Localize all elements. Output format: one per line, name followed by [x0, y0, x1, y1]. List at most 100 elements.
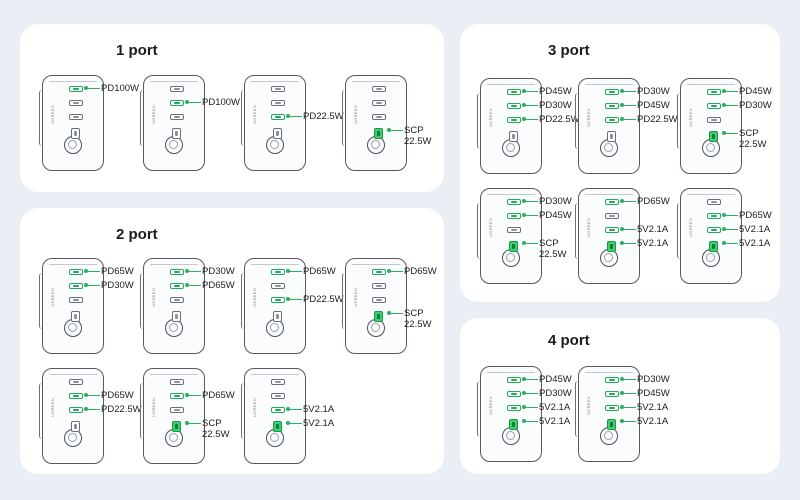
charger-p3_f: UGREEN: [677, 188, 742, 284]
charger-top-edge: [487, 372, 535, 373]
usb-c-port-icon: [507, 227, 521, 233]
port-leader-line: [185, 283, 201, 287]
usb-c-port-icon: [507, 89, 521, 95]
charger-side-edge: [477, 203, 481, 259]
port-leader-line: [522, 117, 538, 121]
usb-c-port-icon: [69, 269, 83, 275]
port-output-label: 5V2.1A: [739, 238, 771, 249]
charger-top-edge: [352, 264, 400, 265]
port-output-label: 5V2.1A: [739, 224, 771, 235]
charger-side-edge: [575, 93, 579, 149]
usb-c-port-icon: [507, 103, 521, 109]
charger-p1_a: UGREEN: [39, 75, 104, 171]
brand-label: UGREEN: [586, 108, 591, 127]
usb-c-port-icon: [372, 297, 386, 303]
port-output-label: PD30W: [202, 266, 235, 277]
port-output-label: 5V2.1A: [539, 416, 571, 427]
charger-p3_d: UGREEN: [477, 188, 542, 284]
usb-c-port-icon: [507, 199, 521, 205]
charger-top-edge: [251, 81, 299, 82]
usb-c-port-icon: [707, 103, 721, 109]
port-output-label: 5V2.1A: [637, 416, 669, 427]
usb-a-port-icon: [509, 419, 518, 430]
port-output-label: PD65W: [101, 390, 134, 401]
port-leader-line: [722, 241, 738, 245]
port-leader-line: [522, 391, 538, 395]
charger-side-edge: [575, 203, 579, 259]
port-output-label: 22.5W: [202, 429, 230, 440]
usb-c-port-icon: [507, 117, 521, 123]
usb-a-port-icon: [71, 311, 80, 322]
port-leader-line: [522, 213, 538, 217]
usb-a-port-icon: [374, 128, 383, 139]
usb-c-port-icon: [271, 86, 285, 92]
charger-p2_a: UGREEN: [39, 258, 104, 354]
port-output-label: 5V2.1A: [637, 402, 669, 413]
port-leader-line: [387, 128, 403, 132]
port-leader-line: [722, 213, 738, 217]
brand-label: UGREEN: [488, 396, 493, 415]
charger-p3_c: UGREEN: [677, 78, 742, 174]
charger-side-edge: [477, 381, 481, 437]
usb-a-port-icon: [509, 131, 518, 142]
port-leader-line: [522, 419, 538, 423]
port-output-label: 22.5W: [739, 139, 767, 150]
charger-top-edge: [49, 264, 97, 265]
port-output-label: PD100W: [101, 83, 140, 94]
port-leader-line: [620, 227, 636, 231]
charger-p3_e: UGREEN: [575, 188, 640, 284]
port-output-label: PD30W: [101, 280, 134, 291]
usb-c-port-icon: [271, 114, 285, 120]
port-leader-line: [185, 100, 201, 104]
port-output-label: PD22.5W: [101, 404, 142, 415]
usb-c-port-icon: [372, 86, 386, 92]
usb-c-port-icon: [605, 391, 619, 397]
charger-side-edge: [241, 273, 245, 329]
charger-p2_b: UGREEN: [140, 258, 205, 354]
port-leader-line: [620, 89, 636, 93]
charger-p2_d: UGREEN: [342, 258, 407, 354]
port-leader-line: [522, 103, 538, 107]
usb-a-port-icon: [509, 241, 518, 252]
usb-c-port-icon: [69, 297, 83, 303]
port-leader-line: [84, 86, 100, 90]
usb-a-port-icon: [607, 131, 616, 142]
brand-label: UGREEN: [252, 288, 257, 307]
usb-c-port-icon: [372, 100, 386, 106]
port-leader-line: [620, 103, 636, 107]
port-output-label: PD100W: [202, 97, 241, 108]
usb-c-port-icon: [271, 269, 285, 275]
port-output-label: SCP: [404, 125, 424, 136]
port-output-label: PD30W: [539, 388, 572, 399]
charger-side-edge: [241, 90, 245, 146]
usb-c-port-icon: [271, 379, 285, 385]
usb-c-port-icon: [170, 114, 184, 120]
usb-c-port-icon: [170, 407, 184, 413]
usb-c-port-icon: [271, 393, 285, 399]
charger-side-edge: [39, 383, 43, 439]
usb-c-port-icon: [170, 100, 184, 106]
port-output-label: 5V2.1A: [539, 402, 571, 413]
charger-top-edge: [150, 374, 198, 375]
usb-c-port-icon: [170, 379, 184, 385]
port-leader-line: [620, 391, 636, 395]
usb-c-port-icon: [707, 89, 721, 95]
port-leader-line: [722, 103, 738, 107]
port-leader-line: [522, 405, 538, 409]
usb-c-port-icon: [707, 227, 721, 233]
port-leader-line: [84, 283, 100, 287]
usb-c-port-icon: [605, 89, 619, 95]
charger-p3_a: UGREEN: [477, 78, 542, 174]
port-leader-line: [185, 421, 201, 425]
usb-a-port-icon: [607, 419, 616, 430]
charger-p2_c: UGREEN: [241, 258, 306, 354]
port-output-label: PD45W: [637, 100, 670, 111]
charger-p1_c: UGREEN: [241, 75, 306, 171]
usb-a-port-icon: [71, 128, 80, 139]
port-output-label: PD30W: [637, 374, 670, 385]
usb-a-port-icon: [273, 128, 282, 139]
port-output-label: 5V2.1A: [303, 404, 335, 415]
port-leader-line: [286, 407, 302, 411]
port-leader-line: [286, 297, 302, 301]
usb-c-port-icon: [507, 377, 521, 383]
